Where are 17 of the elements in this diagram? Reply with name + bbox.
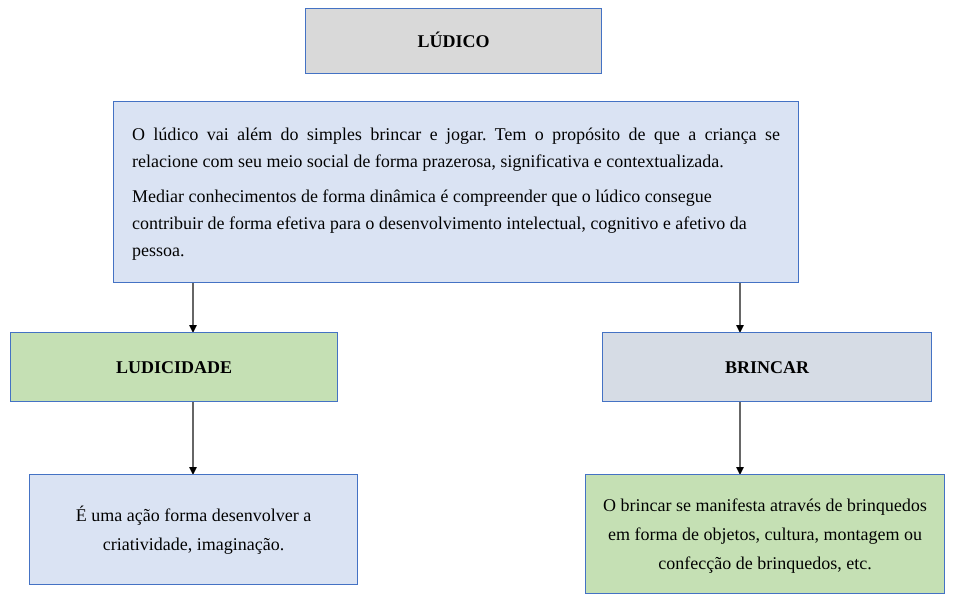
arrow: [189, 283, 197, 333]
arrow: [189, 402, 197, 475]
box-text: O brincar se manifesta através de brinquedos em forma de objetos, cultura, montagem ou confecção de brinquedos, etc.: [602, 494, 928, 575]
title-box: [305, 8, 602, 74]
box-heading: LUDICIDADE: [116, 356, 232, 378]
category-box: [10, 332, 338, 402]
box-heading: LÚDICO: [417, 30, 490, 52]
box-text: É uma ação forma desenvolver a criatividade, imaginação.: [74, 504, 312, 556]
description-box: [29, 474, 358, 585]
arrow: [736, 402, 744, 475]
description-box: [585, 474, 945, 594]
box-text: Mediar conhecimentos de forma dinâmica é compreender que o lúdico consegue contribuir de forma efetiva para o desenvolvimento intelectual, cognitivo e afetivo da pessoa.: [132, 184, 748, 262]
description-box: [113, 101, 799, 283]
category-box: [602, 332, 932, 402]
box-heading: BRINCAR: [724, 356, 809, 378]
arrow: [736, 283, 744, 333]
box-text: O lúdico vai além do simples brincar e jogar. Tem o propósito de que a criança se relacione com seu meio social de forma prazerosa, significativa e contextualizada.: [132, 122, 780, 173]
